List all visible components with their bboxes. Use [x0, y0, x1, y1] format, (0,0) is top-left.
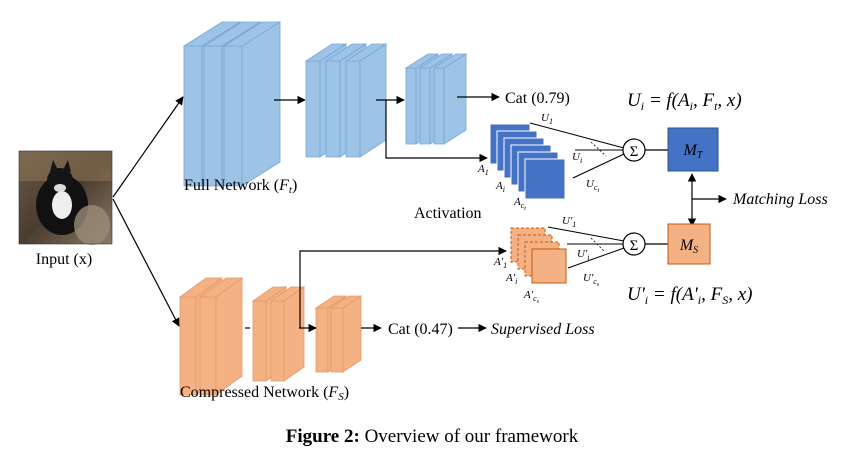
- activation-label: Activation: [414, 205, 482, 222]
- teacher-equation: Ui = f(Ai, Ft, x): [627, 90, 742, 113]
- student-equation: U'i = f(A'i, FS, x): [627, 284, 752, 307]
- student-weight-ucs: U'cs: [583, 272, 600, 288]
- teacher-weight-u1: U1: [541, 112, 553, 126]
- full-block-2-layer-3: [344, 43, 388, 158]
- student-map-a1: A'1: [493, 256, 507, 270]
- full-network-output: Cat (0.79): [505, 90, 570, 107]
- teacher-weight-line-1: [529, 122, 625, 149]
- arrow-comp-to-activation: [299, 246, 507, 328]
- compressed-network-label: Compressed Network (FS): [180, 384, 349, 403]
- comp-block-2-layer-2: [269, 286, 306, 382]
- matching-loss-label: Matching Loss: [732, 191, 828, 208]
- arrow-input-to-compressed: [112, 198, 180, 327]
- full-block-1-layer-3: [222, 21, 282, 187]
- full-network-label: Full Network (Ft): [184, 177, 297, 196]
- student-map-acs: A'cs: [523, 289, 540, 305]
- compressed-network-layers: [178, 277, 363, 396]
- student-module-ms: [667, 223, 711, 265]
- teacher-activation-maps: [489, 123, 566, 200]
- teacher-map-act: Act: [513, 196, 526, 212]
- student-map-ai: A'i: [505, 272, 517, 286]
- arrow-full-to-activation: [385, 100, 488, 163]
- supervised-loss-label: Supervised Loss: [491, 321, 595, 338]
- student-weight-u1: U'1: [562, 215, 576, 229]
- input-image: [18, 150, 113, 245]
- teacher-weight-line-ct: [572, 153, 625, 179]
- teacher-weight-uct: Uct: [586, 178, 600, 194]
- full-block-3-layer-3: [432, 53, 468, 145]
- teacher-module-mt: [667, 127, 719, 172]
- comp-block-3-layer-2: [329, 295, 363, 373]
- student-weight-line-cs: [567, 247, 625, 269]
- teacher-weight-ui: Ui: [572, 151, 582, 165]
- compressed-network-output: Cat (0.47): [388, 321, 453, 338]
- teacher-sum-symbol: Σ: [630, 144, 639, 160]
- figure-caption: Figure 2: Overview of our framework: [286, 426, 579, 447]
- input-label: Input (x): [36, 251, 92, 268]
- comp-block-1-layer-2: [198, 277, 244, 396]
- arrow-input-to-full: [112, 96, 184, 198]
- full-network-layers: [182, 21, 468, 187]
- student-map-4: [531, 248, 567, 284]
- teacher-map-ai: Ai: [495, 180, 505, 194]
- teacher-map-a1: A1: [477, 163, 489, 177]
- student-activation-maps: [510, 227, 567, 284]
- student-sum-symbol: Σ: [630, 238, 639, 254]
- student-weight-ui: U'i: [577, 248, 590, 262]
- student-weight-line-1: [547, 226, 625, 242]
- teacher-map-6: [524, 158, 566, 200]
